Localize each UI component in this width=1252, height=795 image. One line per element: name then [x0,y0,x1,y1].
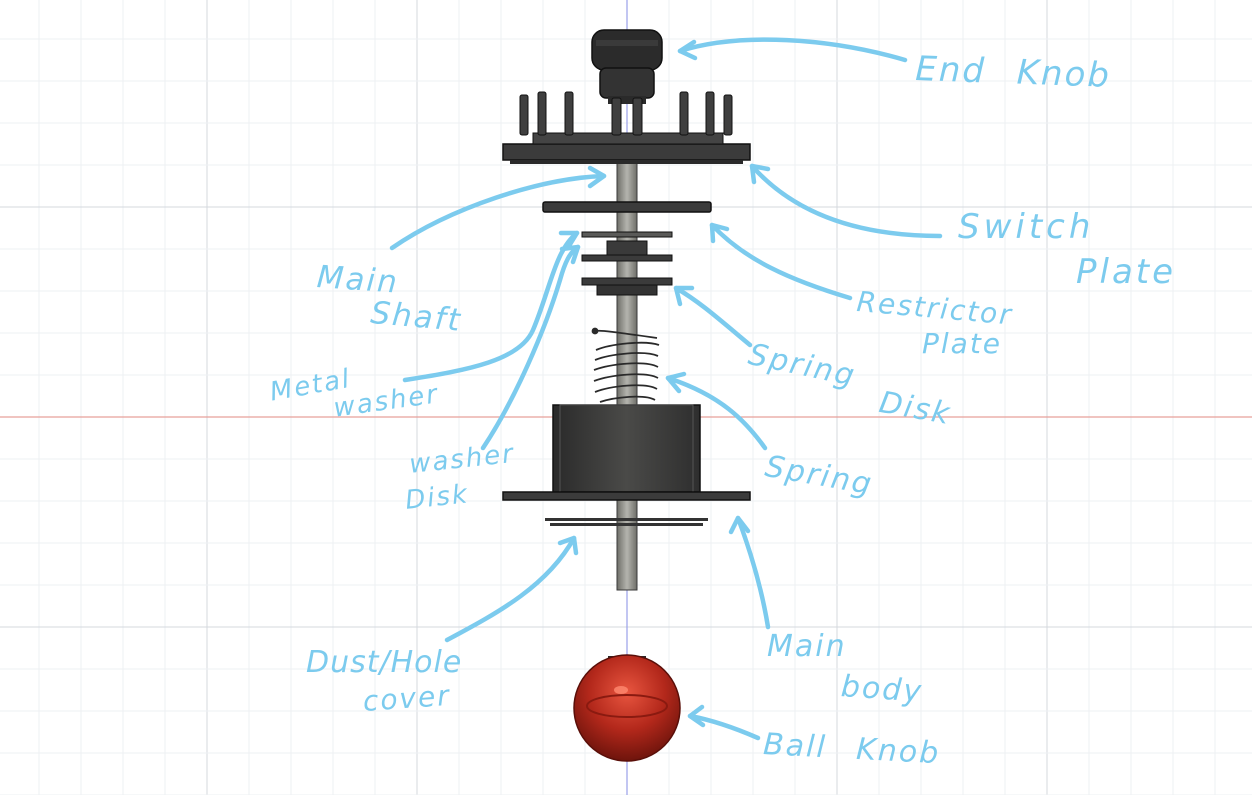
label-end-knob: End Knob [914,49,1112,96]
label-main-shaft-line2: Shaft [369,295,464,339]
arrow-spring-disk [673,285,753,348]
spring [591,327,660,403]
ball-knob [573,654,681,762]
restrictor-plate [542,201,712,213]
arrow-ball-knob [687,704,761,741]
label-dust-hole-cover-line1: Dust/Hole [306,645,463,680]
dust-hole-cover [545,518,708,526]
annotation-arrows [389,37,943,741]
washer-disk [581,240,673,262]
spring-disk [581,277,673,296]
arrow-main-body [728,515,771,630]
main-body [502,404,751,501]
label-dust-hole-cover-line2: cover [361,678,452,718]
switch-pins [519,91,733,136]
metal-washer [581,231,673,238]
label-restrictor-plate-line2: Plate [922,327,1003,360]
arrow-restrictor-plate [709,222,853,301]
arrow-spring [665,371,768,451]
arrow-dust-hole-cover [444,535,579,643]
label-switch-plate-line1: Switch [958,207,1095,247]
arrow-main-shaft [389,165,607,251]
arrow-metal-washer [402,230,580,383]
label-ball-knob: Ball Knob [762,727,942,772]
switch-plate [502,91,751,164]
arrow-washer-disk [480,244,581,451]
arrow-switch-plate [749,163,943,239]
end-knob [591,29,663,104]
label-main-body-line2: body [839,669,925,710]
arrow-end-knob [677,37,908,63]
label-washer-disk-line2: Disk [403,479,471,516]
joystick-assembly [502,29,751,762]
label-switch-plate-line2: Plate [1076,252,1177,292]
label-main-shaft-line1: Main [315,259,401,301]
label-main-body-line1: Main [767,629,847,664]
